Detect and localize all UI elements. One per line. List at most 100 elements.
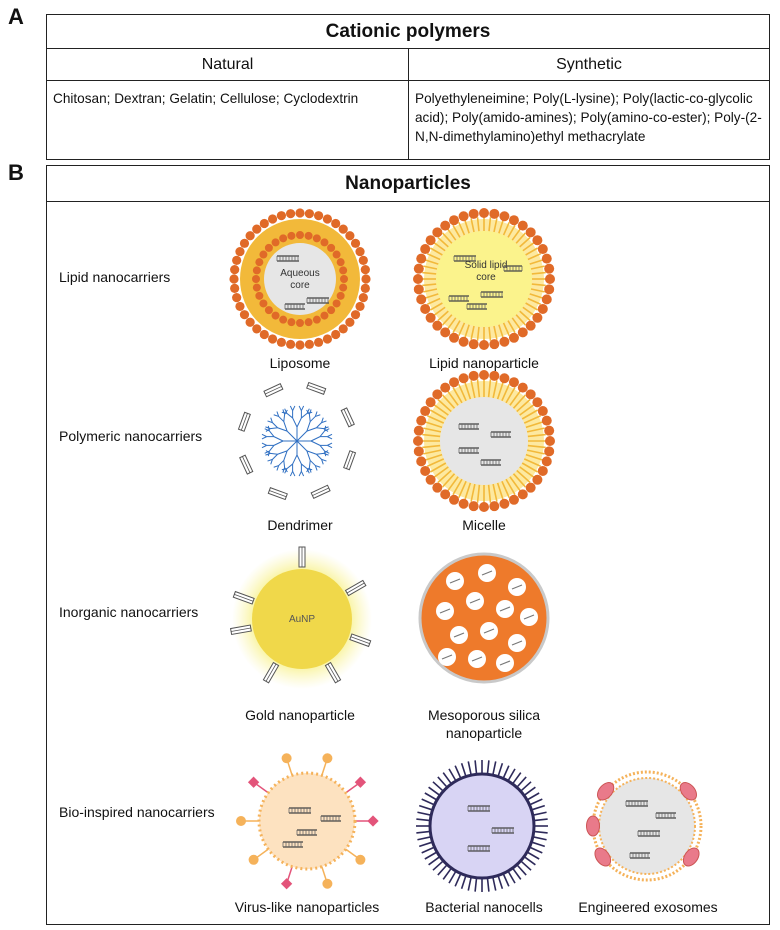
lipid-head bbox=[479, 340, 489, 350]
lipid-head bbox=[499, 211, 510, 222]
lipid-head bbox=[416, 294, 427, 305]
lipid-head bbox=[413, 263, 424, 274]
liposome-core-label-1: Aqueous bbox=[280, 268, 319, 279]
lipid-head bbox=[458, 211, 469, 222]
lipid-head bbox=[313, 337, 324, 347]
lipid-head bbox=[271, 311, 280, 320]
liposome-core-label-2: core bbox=[290, 280, 310, 291]
lipid-head bbox=[440, 382, 451, 393]
sirna-icon bbox=[237, 411, 251, 432]
synthetic-polymers-cell: Polyethyleneimine; Poly(L-lysine); Poly(… bbox=[415, 91, 762, 144]
category-bio-inspired: Bio-inspired nanocarriers bbox=[59, 804, 215, 820]
natural-polymers-cell: Chitosan; Dextran; Gelatin; Cellulose; C… bbox=[47, 81, 409, 159]
lipid-head bbox=[259, 299, 268, 308]
caption-mesoporous-silica: Mesoporous silica nanoparticle bbox=[427, 707, 541, 741]
lipid-head bbox=[322, 334, 333, 344]
surface-protein bbox=[597, 782, 615, 801]
sirna-icon bbox=[625, 800, 648, 807]
sirna-icon bbox=[267, 487, 288, 501]
lipid-head bbox=[420, 303, 431, 314]
lipid-head bbox=[350, 238, 361, 248]
lipid-head bbox=[499, 373, 510, 384]
sirna-icon bbox=[306, 297, 329, 304]
lipid-head bbox=[416, 415, 427, 426]
panel-title: Nanoparticles bbox=[47, 166, 769, 202]
lipid-head bbox=[264, 306, 273, 315]
lipid-head bbox=[413, 425, 424, 436]
lipid-head bbox=[336, 291, 345, 300]
lipid-head bbox=[525, 320, 536, 331]
category-polymeric: Polymeric nanocarriers bbox=[59, 428, 203, 444]
category-inorganic: Inorganic nanocarriers bbox=[59, 604, 199, 620]
lipid-head bbox=[255, 291, 264, 300]
spike-ball bbox=[355, 854, 366, 865]
sirna-icon bbox=[467, 845, 490, 852]
lipid-head bbox=[532, 312, 543, 323]
sirna-icon bbox=[282, 841, 303, 848]
sirna-icon bbox=[503, 265, 523, 272]
lipid-head bbox=[336, 258, 345, 267]
lipid-head bbox=[432, 227, 443, 238]
sirna-icon bbox=[480, 459, 501, 466]
lipid-head bbox=[537, 244, 548, 255]
lipid-head bbox=[413, 436, 423, 446]
surface-protein bbox=[586, 815, 600, 837]
caption-dendrimer: Dendrimer bbox=[267, 517, 333, 533]
lipid-head bbox=[327, 306, 336, 315]
lipid-head bbox=[287, 318, 296, 327]
spike-ball bbox=[281, 753, 292, 764]
dendrimer-diagram bbox=[237, 381, 357, 501]
lipid-head bbox=[449, 494, 460, 505]
lipid-head bbox=[508, 494, 519, 505]
lipid-head bbox=[304, 231, 313, 240]
lipid-head bbox=[339, 266, 348, 275]
lipid-head bbox=[276, 211, 287, 221]
panel-a-letter: A bbox=[8, 4, 24, 29]
lipid-head bbox=[235, 246, 245, 257]
lipid-head bbox=[468, 208, 479, 219]
lipid-head bbox=[479, 502, 489, 512]
lnp-core-label-1: Solid lipid bbox=[465, 260, 508, 271]
lipid-head bbox=[340, 275, 348, 283]
lipid-head bbox=[296, 231, 304, 239]
engineered-exosome-diagram bbox=[586, 770, 703, 882]
lipid-head bbox=[267, 334, 278, 344]
lipid-head bbox=[239, 310, 250, 320]
sirna-icon bbox=[344, 579, 367, 597]
sirna-icon bbox=[306, 381, 327, 395]
liposome-diagram: Aqueous core bbox=[229, 208, 371, 350]
sirna-icon bbox=[340, 407, 355, 428]
lipid-head bbox=[355, 301, 365, 312]
lipid-head bbox=[468, 501, 479, 512]
sirna-icon bbox=[229, 624, 252, 636]
lipid-head bbox=[304, 339, 314, 349]
sirna-icon bbox=[324, 661, 342, 684]
lipid-head bbox=[230, 283, 240, 293]
lipid-head bbox=[276, 337, 287, 347]
lipid-head bbox=[532, 235, 543, 246]
lipid-head bbox=[525, 389, 536, 400]
lipid-head bbox=[416, 456, 427, 467]
lipid-head bbox=[304, 318, 313, 327]
lipid-head bbox=[479, 208, 489, 218]
micelle-diagram bbox=[413, 370, 555, 512]
lipid-head bbox=[245, 231, 255, 241]
nanoparticles-panel: Nanoparticles Lipid nanocarriers Polymer… bbox=[46, 165, 770, 925]
lipid-head bbox=[432, 320, 443, 331]
lipid-head bbox=[331, 329, 341, 340]
lipid-head bbox=[432, 389, 443, 400]
lipid-head bbox=[541, 294, 552, 305]
lipid-head bbox=[541, 456, 552, 467]
lipid-head bbox=[449, 377, 460, 388]
lipid-head bbox=[508, 215, 519, 226]
lipid-head bbox=[345, 317, 355, 327]
lipid-head bbox=[440, 220, 451, 231]
lipid-head bbox=[525, 482, 536, 493]
lipid-head bbox=[468, 339, 479, 350]
lipid-head bbox=[468, 370, 479, 381]
lipid-head bbox=[295, 208, 305, 218]
lipid-head bbox=[449, 332, 460, 343]
caption-liposome: Liposome bbox=[269, 355, 331, 371]
lipid-head bbox=[360, 283, 370, 293]
spike-diamond bbox=[280, 878, 293, 890]
